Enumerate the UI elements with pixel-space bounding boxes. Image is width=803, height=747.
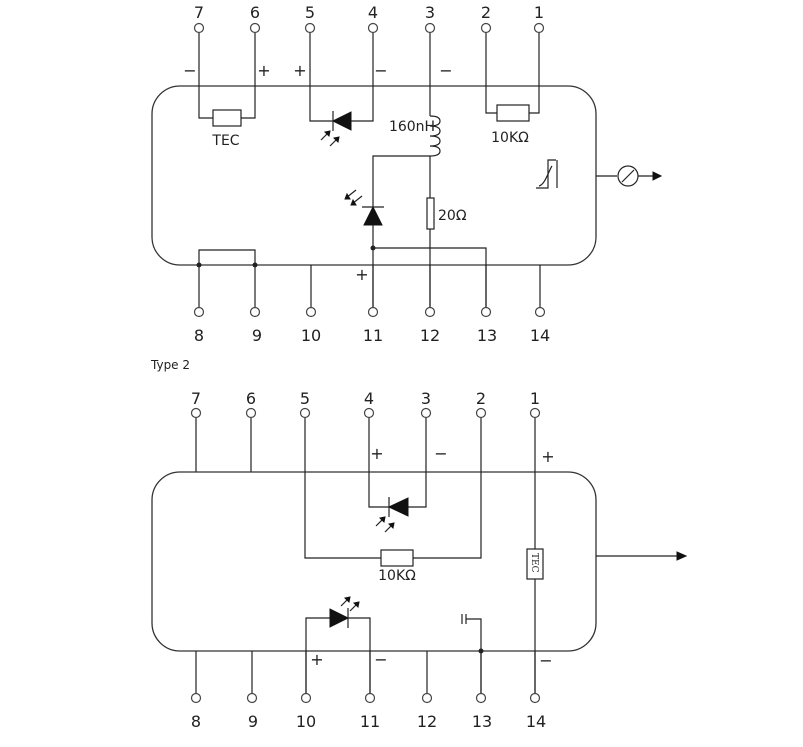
type2-pin-10 (300, 692, 312, 704)
type1-thermistor-label: 10KΩ (491, 130, 529, 146)
signal-shape-icon (536, 159, 558, 189)
type2-bottom-pins: 8 9 10 11 12 13 14 (190, 651, 546, 731)
type2-pin-5 (299, 407, 311, 419)
type1-pin-1 (533, 22, 545, 34)
type1-polarity-pin3: − (439, 61, 452, 80)
type2-pin-1 (529, 407, 541, 419)
type2-pin-7 (190, 407, 202, 419)
type1-top-pins: 7 6 5 4 3 2 1 (193, 3, 545, 34)
type1-pin-number: 5 (305, 3, 315, 22)
type1-pin-7 (193, 22, 205, 34)
type1-pin-number: 8 (194, 326, 204, 345)
type2-polarity-pin4: + (370, 444, 383, 463)
type2-pin-number: 9 (248, 712, 258, 731)
type2-diagram: 7 6 5 4 3 2 1 8 9 10 11 1 (151, 389, 688, 731)
type2-pin-12 (421, 692, 433, 704)
type1-pin-number: 14 (530, 326, 550, 345)
type2-pin-4 (363, 407, 375, 419)
type1-pin-number: 2 (481, 3, 491, 22)
type2-pin-number: 6 (246, 389, 256, 408)
type1-pin-number: 12 (420, 326, 440, 345)
type1-pin-number: 4 (368, 3, 378, 22)
type2-pin-9 (246, 692, 258, 704)
type2-pin-11 (364, 692, 376, 704)
type1-diagram: 7 6 5 4 3 2 1 8 9 10 11 (151, 3, 663, 345)
type1-pin-number: 3 (425, 3, 435, 22)
type2-pin-6 (245, 407, 257, 419)
laser-diode-icon (305, 596, 371, 693)
type2-pin-13 (475, 692, 487, 704)
type1-polarity-pin4: − (374, 61, 387, 80)
type1-pin-13 (480, 306, 492, 318)
thermistor-icon (304, 418, 482, 567)
type2-pin-number: 14 (526, 712, 546, 731)
type1-pin-2 (480, 22, 492, 34)
type2-polarity-pin1: + (541, 447, 554, 466)
type1-inductor-label: 160nH (389, 119, 435, 135)
type2-pin-2 (475, 407, 487, 419)
type1-pin-number: 10 (301, 326, 321, 345)
arrow-right-icon (596, 551, 688, 561)
section-title: Type 2 (150, 358, 190, 372)
type2-thermistor-label: 10KΩ (378, 568, 416, 584)
type2-top-pins: 7 6 5 4 3 2 1 (190, 389, 541, 419)
type1-polarity-pin7: − (183, 61, 196, 80)
type2-package-body (151, 471, 597, 652)
type1-pin-9 (249, 306, 261, 318)
type1-pin-12 (424, 306, 436, 318)
type1-pin-3 (424, 22, 436, 34)
thermistor-icon (485, 33, 540, 122)
type2-pin-number: 5 (300, 389, 310, 408)
type2-pin-number: 7 (191, 389, 201, 408)
photodiode-icon (309, 33, 374, 147)
type1-pin-number: 13 (477, 326, 497, 345)
type2-pin-number: 12 (417, 712, 437, 731)
fiber-output-icon (596, 165, 663, 187)
type1-bottom-pins: 8 9 10 11 12 13 14 (193, 265, 550, 345)
type1-polarity-pin6: + (257, 61, 270, 80)
type2-pin-number: 4 (364, 389, 374, 408)
type1-pin-number: 1 (534, 3, 544, 22)
type2-polarity-pin14: − (539, 651, 552, 670)
type2-polarity-pin3: − (434, 444, 447, 463)
type1-pin-number: 6 (250, 3, 260, 22)
type1-pin-11 (367, 306, 379, 318)
type2-tec-label: TEC (529, 553, 539, 573)
type1-pin-5 (304, 22, 316, 34)
type1-polarity-pin11: + (355, 265, 368, 284)
type2-pin-8 (190, 692, 202, 704)
type1-pin-number: 7 (194, 3, 204, 22)
type1-pin-number: 9 (252, 326, 262, 345)
type1-pin-14 (534, 306, 546, 318)
type2-pin-number: 10 (296, 712, 316, 731)
type2-pin-number: 1 (530, 389, 540, 408)
type1-pin-number: 11 (363, 326, 383, 345)
tec-icon: TEC (526, 418, 544, 693)
type1-pin-4 (367, 22, 379, 34)
type2-pin-3 (420, 407, 432, 419)
type1-polarity-pin5: + (293, 61, 306, 80)
tec-icon (198, 33, 256, 127)
photodiode-icon (368, 418, 427, 533)
inductor-icon (372, 33, 441, 207)
type2-pin-14 (529, 692, 541, 704)
resistor-icon (426, 197, 435, 307)
type1-pin-8 (193, 306, 205, 318)
type2-pin-number: 3 (421, 389, 431, 408)
type1-pin-6 (249, 22, 261, 34)
type2-pin-number: 13 (472, 712, 492, 731)
capacitor-icon (461, 614, 482, 693)
type2-polarity-pin10: + (310, 650, 323, 669)
type2-pin-number: 2 (476, 389, 486, 408)
type2-pin-number: 11 (360, 712, 380, 731)
type1-resistor-label: 20Ω (438, 208, 467, 224)
type1-pin-10 (305, 306, 317, 318)
type2-polarity-pin11: − (374, 650, 387, 669)
type1-tec-label: TEC (211, 133, 239, 149)
type2-pin-number: 8 (191, 712, 201, 731)
laser-diode-icon (344, 189, 384, 307)
